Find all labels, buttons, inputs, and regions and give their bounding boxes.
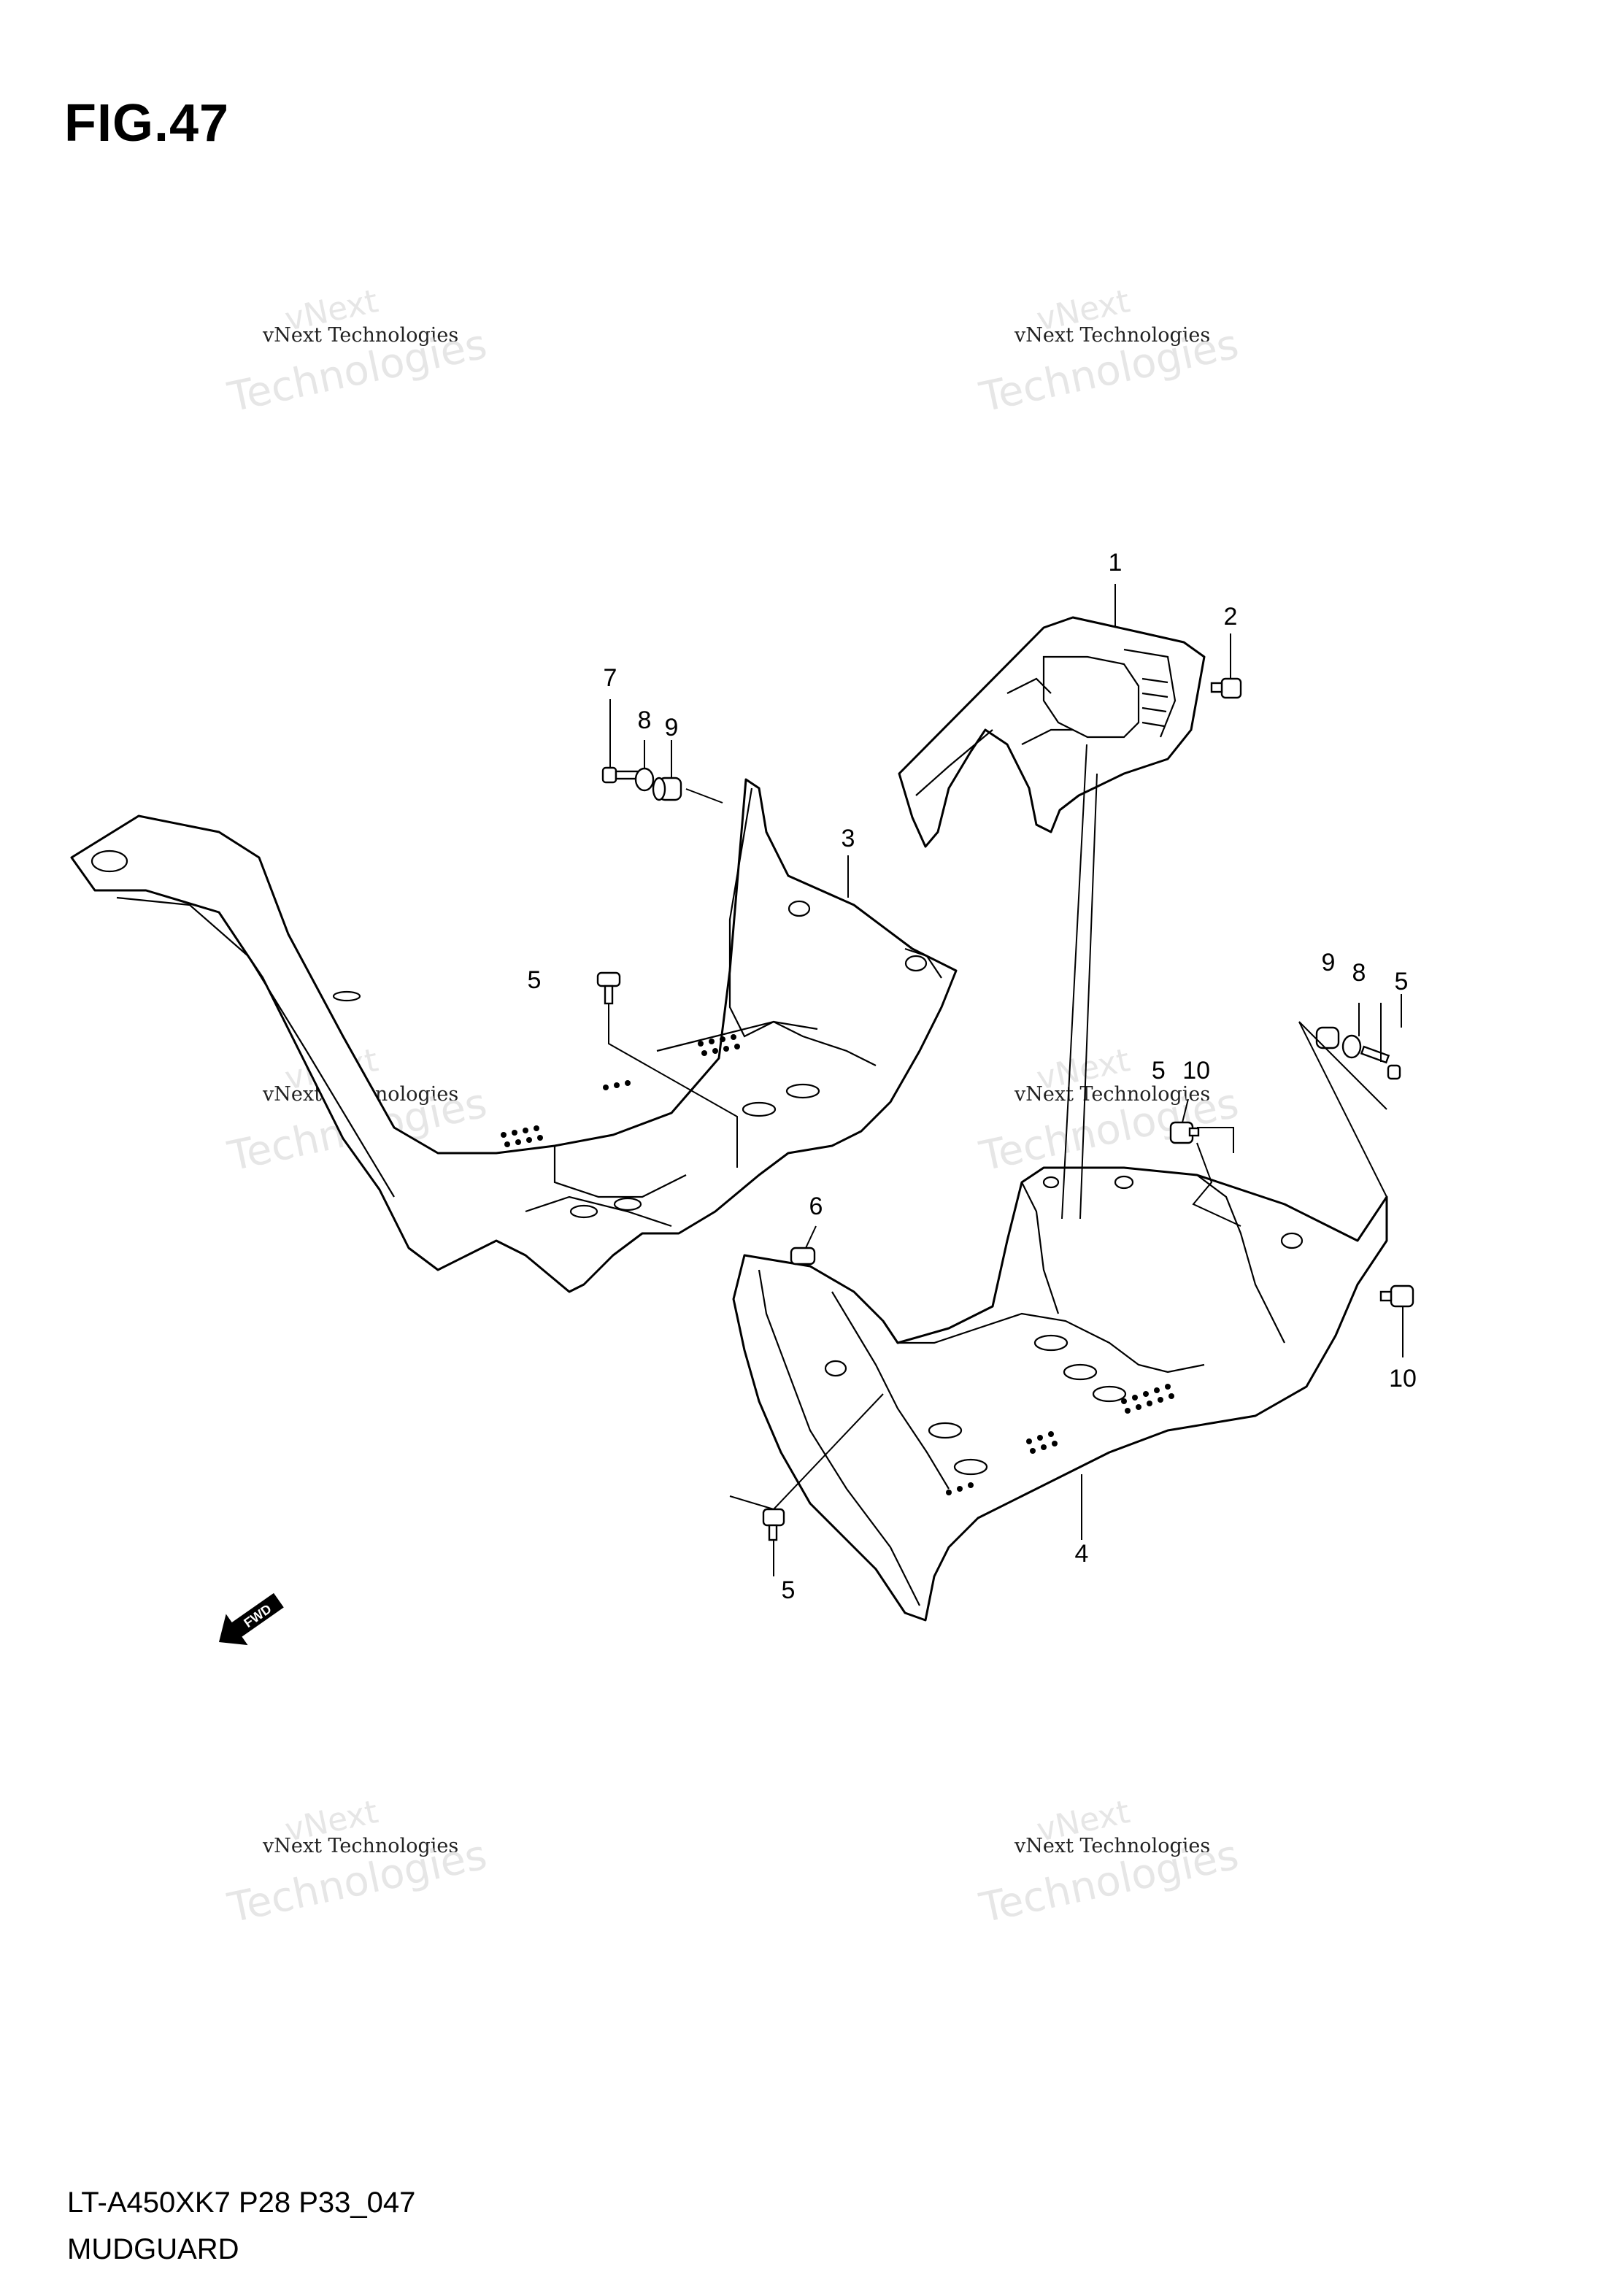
callout-5-left: 5 <box>528 966 542 994</box>
callout-9-right: 9 <box>1322 949 1336 976</box>
washer-8-right <box>1341 1034 1362 1059</box>
grommet-9-left <box>652 777 682 801</box>
bolt-7-right <box>1360 1045 1401 1080</box>
callout-2: 2 <box>1224 603 1238 631</box>
callout-9-left: 9 <box>665 714 679 741</box>
callout-1: 1 <box>1109 549 1123 577</box>
bolt-2 <box>1210 677 1242 699</box>
callout-6: 6 <box>809 1193 823 1220</box>
callout-5-10: 5 10 <box>1152 1057 1210 1085</box>
leader-lines <box>608 584 1404 1576</box>
bolt-5-lower <box>762 1508 785 1541</box>
callout-7-left: 7 <box>604 664 617 692</box>
callout-3: 3 <box>842 825 855 852</box>
model-code: LT-A450XK7 P28 P33_047 <box>67 2187 416 2219</box>
callout-8-right: 8 <box>1352 959 1366 987</box>
callout-labels: 1 2 3 4 5 6 7 8 9 10 5 5 8 9 5 10 <box>528 549 1417 1604</box>
part-3-left-mudguard <box>70 778 958 1293</box>
bolt-10-lower-right <box>1379 1284 1414 1308</box>
tread-pattern <box>946 1384 1174 1495</box>
callout-4: 4 <box>1075 1540 1089 1568</box>
nut-5-10 <box>1169 1121 1200 1144</box>
callout-5-lower: 5 <box>782 1576 796 1604</box>
bolt-5-upper-left <box>596 971 621 1005</box>
part-4-right-mudguard <box>732 1166 1388 1622</box>
callout-10-lower: 10 <box>1389 1365 1417 1392</box>
callout-7-right: 5 <box>1395 968 1409 995</box>
tread-pattern <box>501 1034 740 1147</box>
grommet-9-right <box>1315 1026 1340 1049</box>
washer-8-left <box>634 767 655 792</box>
part-1-front-cover <box>898 616 1206 848</box>
fwd-arrow-icon: FWD <box>219 1592 284 1646</box>
callout-8-left: 8 <box>638 706 652 734</box>
nut-6 <box>790 1247 816 1266</box>
section-name: MUDGUARD <box>67 2233 239 2265</box>
figure-title: FIG.47 <box>64 94 230 153</box>
